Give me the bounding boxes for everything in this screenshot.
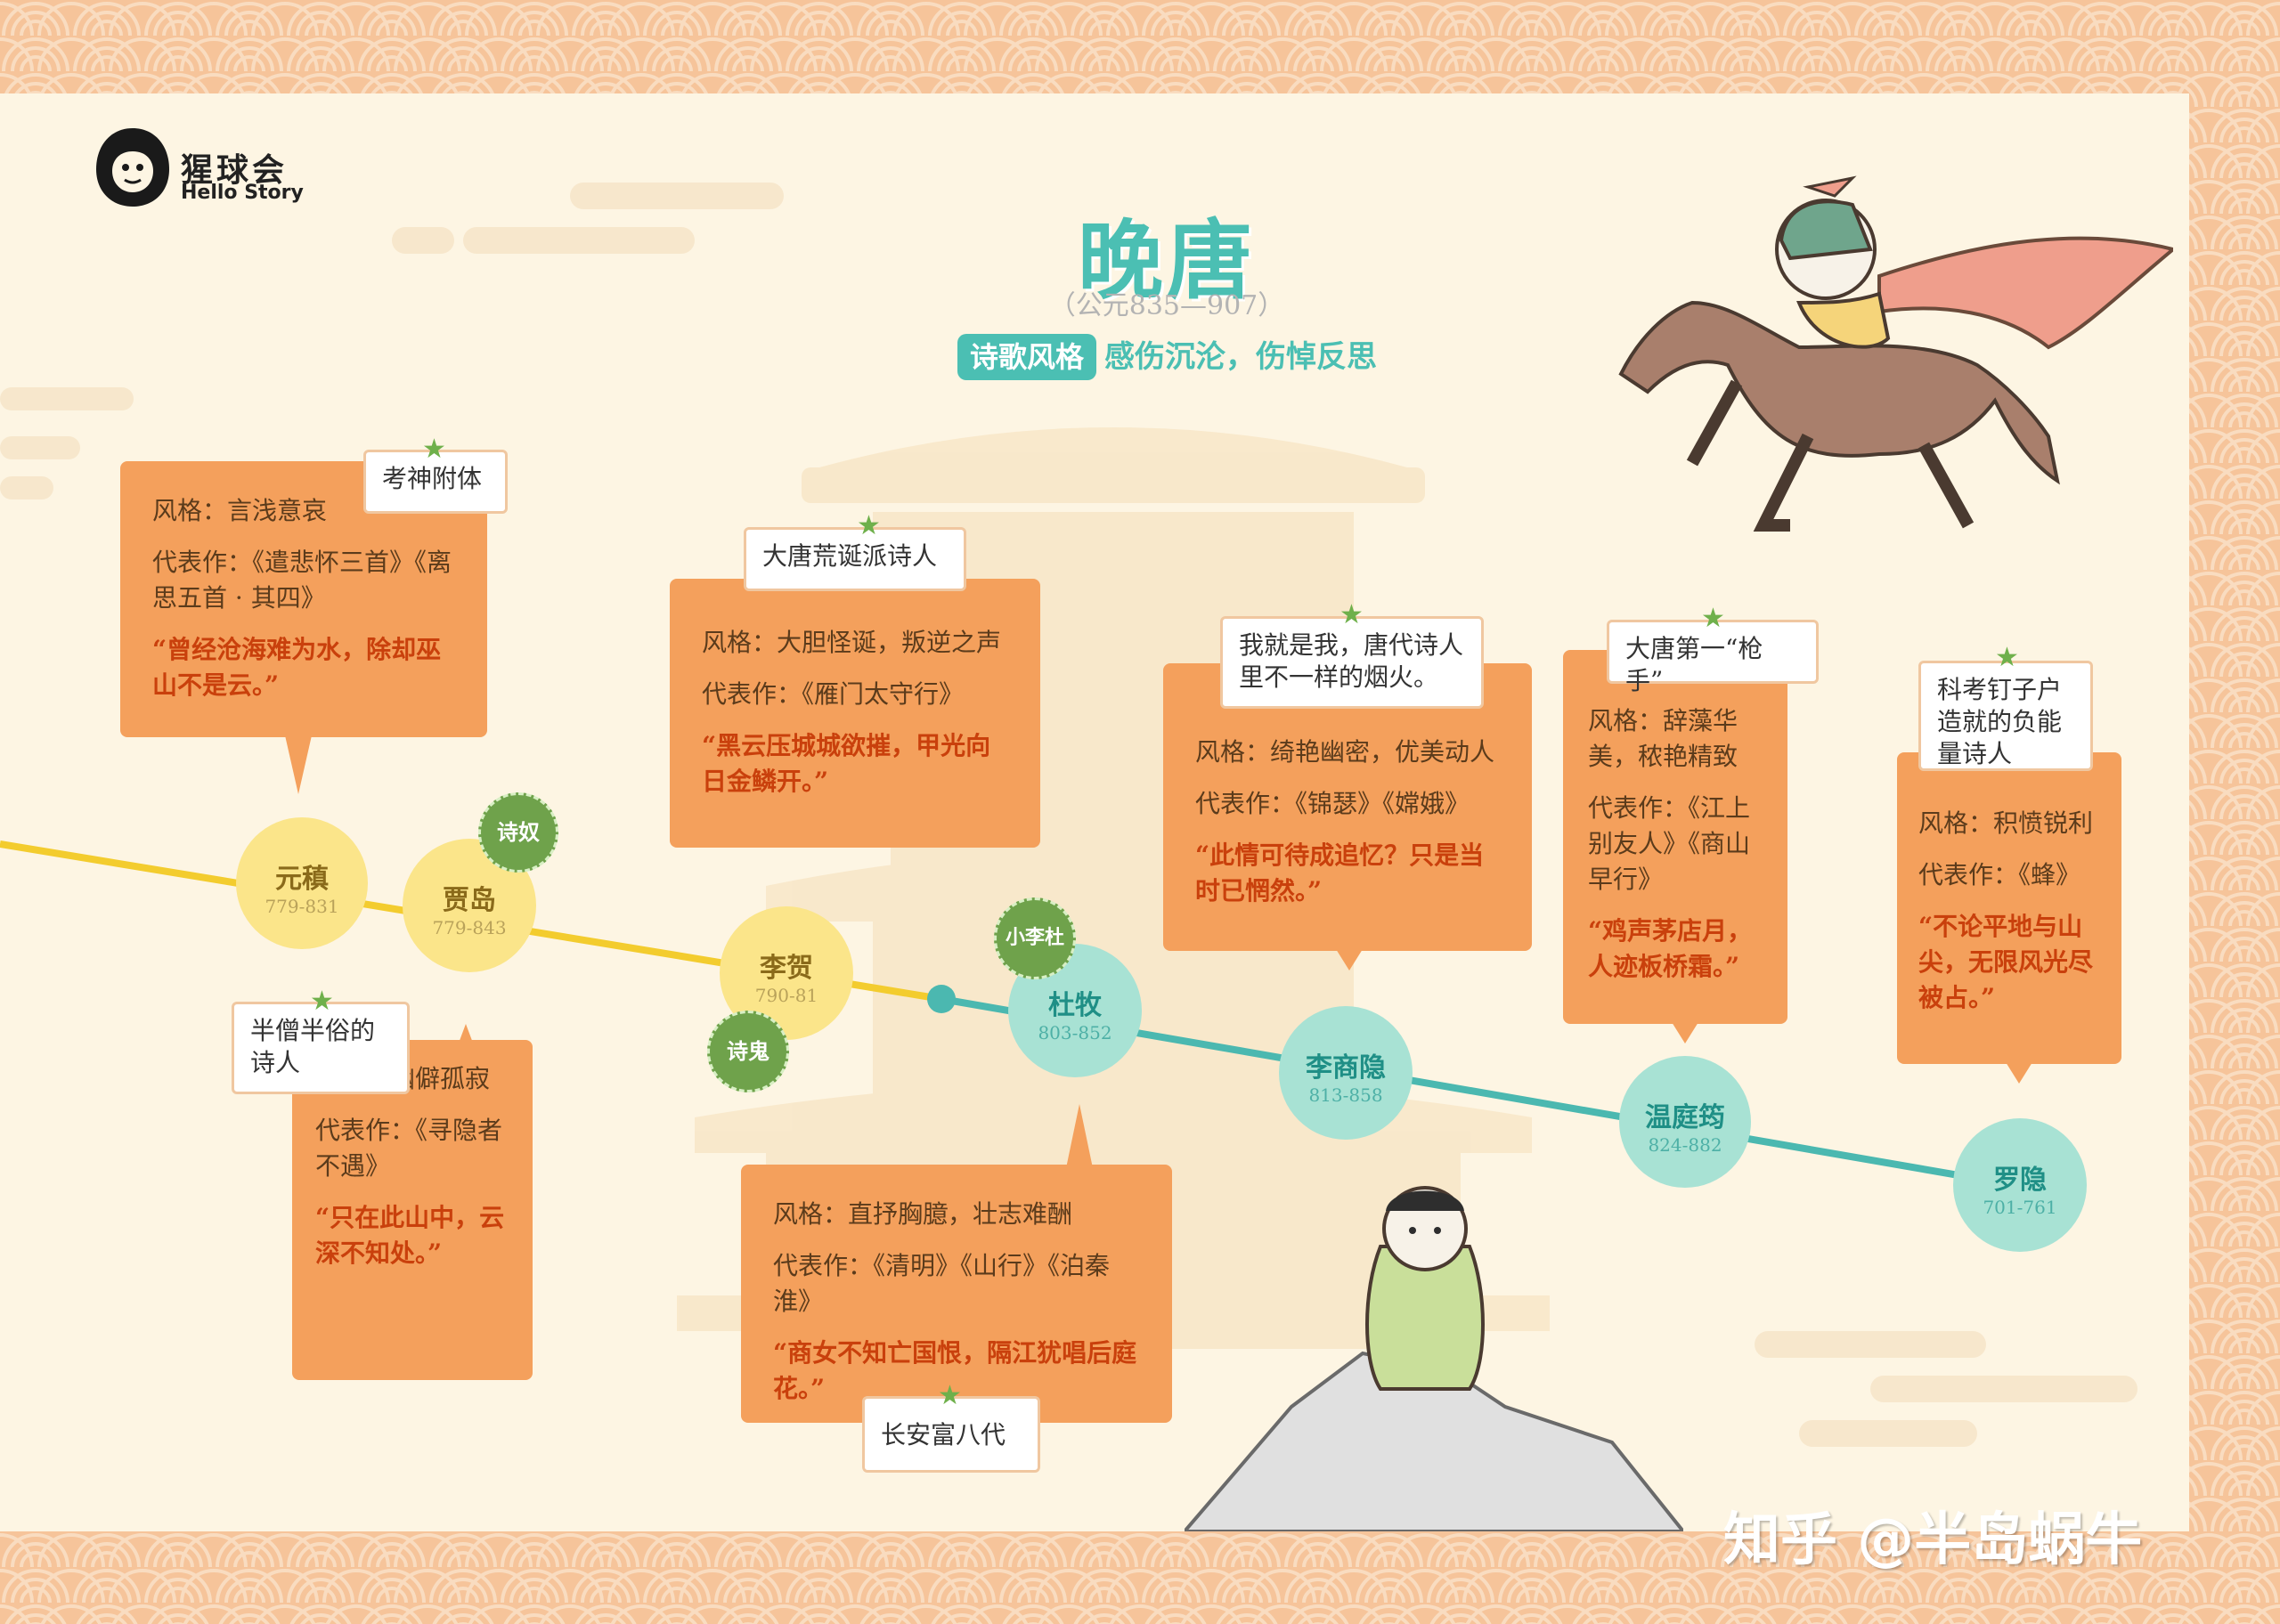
callout-pointer (2006, 1062, 2032, 1084)
poet-years: 779-831 (265, 896, 339, 917)
poet-tag-yuanzhen: 考神附体 (363, 450, 508, 514)
poet-works: 代表作：《锦瑟》《嫦娥》 (1195, 789, 1470, 818)
poet-style: 风格：辞藻华美，秾艳精致 (1588, 706, 1738, 771)
star-icon: ★ (1995, 642, 2019, 673)
poet-nickname-jiadao: 诗奴 (478, 792, 558, 873)
poet-style: 风格：言浅意哀 (152, 496, 328, 525)
poet-works: 代表作：《江上别友人》《商山早行》 (1588, 793, 1751, 894)
poet-style: 风格：积愤锐利 (1918, 808, 2094, 838)
poet-name: 李商隐 (1306, 1052, 1386, 1084)
star-icon: ★ (1340, 599, 1364, 630)
poet-tag-jiadao: 半僧半俗的诗人 (232, 1002, 410, 1094)
poet-tag-lihe: 大唐荒诞派诗人 (744, 527, 966, 591)
callout-pointer (1672, 1022, 1698, 1043)
poet-nickname-lihe: 诗鬼 (707, 1011, 789, 1092)
poet-node-luoyin[interactable]: 罗隐 701-761 (1953, 1118, 2087, 1252)
poet-card-dumu: 风格：直抒胸臆，壮志难酬 代表作：《清明》《山行》《泊秦淮》 “商女不知亡国恨，… (741, 1165, 1172, 1423)
callout-pointer (285, 735, 312, 794)
poet-works: 代表作：《清明》《山行》《泊秦淮》 (773, 1251, 1111, 1316)
poet-tag-dumu: 长安富八代 (862, 1396, 1040, 1473)
poet-node-yuanzhen[interactable]: 元稹 779-831 (236, 817, 368, 949)
timeline-junction (927, 985, 956, 1013)
poet-style: 风格：绮艳幽密，优美动人 (1195, 737, 1495, 767)
scholar-illustration (1185, 1186, 1683, 1531)
star-icon: ★ (310, 986, 334, 1017)
star-icon: ★ (1701, 603, 1725, 634)
poet-node-dumu[interactable]: 杜牧 803-852 (1008, 944, 1142, 1077)
poet-tag-luoyin: 科考钉子户造就的负能量诗人 (1918, 661, 2093, 771)
poet-name: 李贺 (760, 953, 813, 984)
period-label: （公元835—907） (1048, 290, 1285, 321)
poet-nickname-dumu: 小李杜 (994, 897, 1076, 979)
poet-card-wentingyun: 风格：辞藻华美，秾艳精致 代表作：《江上别友人》《商山早行》 “鸡声茅店月，人迹… (1563, 650, 1787, 1024)
poet-years: 790-81 (754, 985, 818, 1006)
watermark: 知乎 @半岛蜗牛 (1723, 1507, 2143, 1573)
poet-works: 代表作：《遣悲怀三首》《离思五首 · 其四》 (152, 548, 452, 613)
poet-style: 风格：直抒胸臆，壮志难酬 (773, 1199, 1073, 1229)
poet-quote: “鸡声茅店月，人迹板桥霜。” (1588, 916, 1753, 981)
poet-tag-wentingyun: 大唐第一“枪手” (1607, 620, 1819, 695)
star-icon: ★ (857, 510, 881, 541)
poet-node-wentingyun[interactable]: 温庭筠 824-882 (1619, 1056, 1751, 1188)
poet-works: 代表作：《雁门太守行》 (702, 679, 965, 709)
horseman-illustration (1618, 175, 2173, 532)
poet-name: 罗隐 (1993, 1165, 2047, 1196)
poet-card-jiadao: 风格：幽僻孤寂 代表作：《寻隐者不遇》 “只在此山中，云深不知处。” (292, 1040, 533, 1380)
gorilla-icon (96, 128, 169, 207)
poet-quote: “黑云压城城欲摧，甲光向日金鳞开。” (702, 731, 991, 796)
poet-years: 803-852 (1038, 1022, 1112, 1043)
poet-card-lihe: 风格：大胆怪诞，叛逆之声 代表作：《雁门太守行》 “黑云压城城欲摧，甲光向日金鳞… (670, 579, 1040, 848)
callout-pointer (1336, 949, 1363, 970)
poet-style: 风格：大胆怪诞，叛逆之声 (702, 628, 1002, 657)
poet-quote: “曾经沧海难为水，除却巫山不是云。” (152, 635, 442, 700)
poet-name: 贾岛 (443, 885, 496, 916)
logo-subtitle: Hello Story (181, 182, 304, 204)
callout-pointer (1066, 1104, 1093, 1168)
poet-name: 元稹 (275, 864, 329, 895)
logo-name: 猩球会 (181, 152, 289, 189)
page-title: 晚唐 (1078, 211, 1256, 311)
poet-years: 701-761 (1983, 1197, 2057, 1218)
poet-card-luoyin: 风格：积愤锐利 代表作：《蜂》 “不论平地与山尖，无限风光尽被占。” (1897, 752, 2121, 1064)
poet-years: 779-843 (432, 917, 507, 938)
poet-quote: “只在此山中，云深不知处。” (315, 1203, 505, 1268)
poet-works: 代表作：《寻隐者不遇》 (315, 1116, 503, 1181)
poet-quote: “商女不知亡国恨，隔江犹唱后庭花。” (773, 1338, 1137, 1403)
poet-name: 杜牧 (1048, 990, 1102, 1021)
poet-quote: “不论平地与山尖，无限风光尽被占。” (1918, 912, 2094, 1012)
poetry-style-label: 诗歌风格 (957, 334, 1097, 380)
poetry-style-value: 感伤沉沦，伤悼反思 (1104, 339, 1377, 375)
poet-card-lishangyin: 风格：绮艳幽密，优美动人 代表作：《锦瑟》《嫦娥》 “此情可待成追忆？只是当时已… (1163, 663, 1532, 951)
poet-name: 温庭筠 (1645, 1102, 1725, 1133)
poet-years: 824-882 (1648, 1134, 1722, 1156)
poet-tag-lishangyin: 我就是我，唐代诗人里不一样的烟火。 (1220, 616, 1484, 709)
poet-years: 813-858 (1308, 1084, 1383, 1106)
star-icon: ★ (422, 434, 446, 465)
poet-quote: “此情可待成追忆？只是当时已惘然。” (1195, 840, 1485, 905)
star-icon: ★ (938, 1380, 962, 1411)
poet-node-lishangyin[interactable]: 李商隐 813-858 (1279, 1006, 1413, 1140)
poet-works: 代表作：《蜂》 (1918, 860, 2081, 889)
